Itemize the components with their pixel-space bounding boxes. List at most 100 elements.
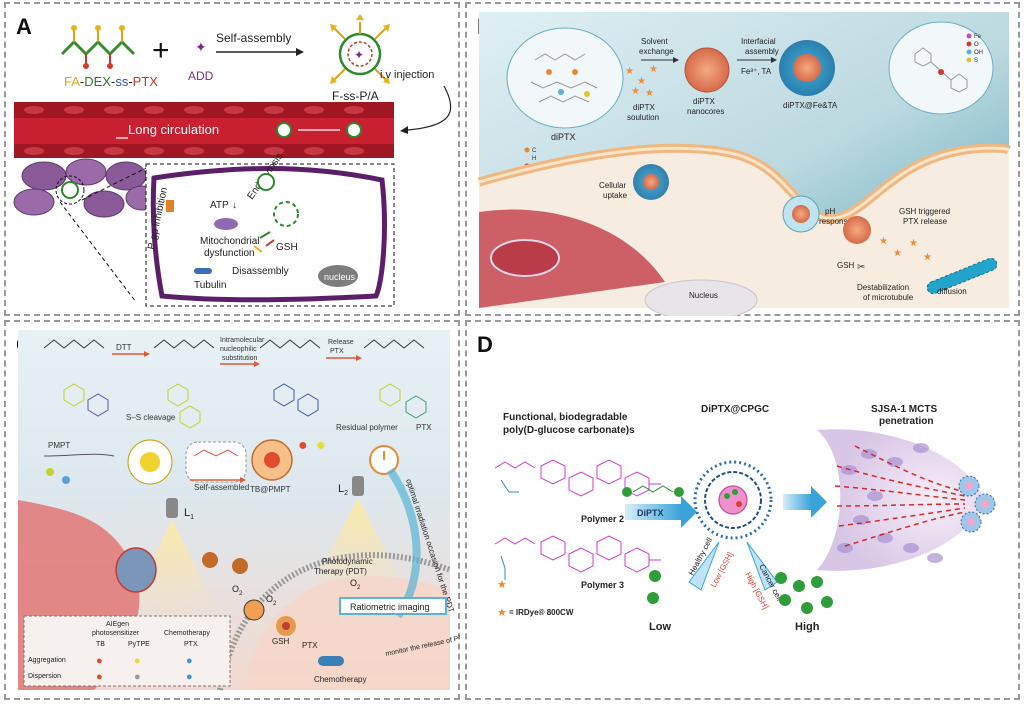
- label-tb-pmpt: TB@PMPT: [250, 485, 291, 494]
- label-dtt: DTT: [116, 343, 132, 352]
- svg-text:★: ★: [909, 238, 918, 249]
- svg-text:●: ●: [186, 655, 193, 667]
- label-nucleus-b: Nucleus: [689, 291, 718, 300]
- label-mito-2: dysfunction: [204, 248, 255, 259]
- legend-atoms-right: Fe O OH S: [966, 33, 983, 64]
- panel-b-diagram: diPTX C H O S NH Solvent exchange ★★★★★ …: [477, 12, 1012, 316]
- microtubule-c-icon: [318, 656, 344, 666]
- label-intra-3: substitution: [222, 355, 258, 362]
- table-col-tb: TB: [96, 641, 105, 648]
- svg-text:●: ●: [96, 655, 103, 667]
- panel-d-label: D: [477, 332, 493, 357]
- fe-ta-molecule-sketch: [914, 47, 968, 93]
- svg-text:●: ●: [186, 671, 193, 683]
- svg-text:Fe: Fe: [974, 34, 982, 40]
- label-l2: L2: [338, 483, 348, 497]
- polymer-structures: [43, 339, 427, 429]
- nucleus-b: [644, 279, 758, 316]
- disassembled-fragments: [253, 231, 275, 253]
- label-polymer-3: Polymer 3: [581, 580, 624, 590]
- svg-text:★: ★: [645, 88, 654, 99]
- healthy-cell-arrow: [688, 541, 720, 591]
- label-low: Low: [649, 621, 671, 633]
- table-row-dispersion: Dispersion: [28, 673, 61, 680]
- panel-a: A FA-DEX-ss-PTX + ✦ ADD Self-assembly ✦: [4, 2, 460, 316]
- cell-membrane-c: [217, 552, 452, 691]
- polymer-3-sidechain: [500, 555, 506, 580]
- label-polymer-name: FA-DEX-ss-PTX: [64, 74, 158, 89]
- label-ratiometric: Ratiometric imaging: [350, 602, 430, 612]
- vessel-lumen: [14, 118, 394, 144]
- label-release-2: PTX: [330, 348, 344, 355]
- label-intra-1: Intramolecular: [220, 337, 265, 344]
- blood-vessel-b: [479, 209, 665, 308]
- label-intra-2: nucleophilic: [220, 346, 257, 353]
- label-cellular-1: Cellular: [599, 181, 626, 190]
- nucleus-icon: [318, 265, 358, 287]
- panel-b-border: [465, 2, 1020, 316]
- arrowhead-self-assembly: [296, 48, 304, 56]
- microtubule-icon: [926, 257, 998, 295]
- label-o2-b: O2: [266, 594, 277, 607]
- label-atp: ATP: [210, 200, 229, 211]
- diptx-molecule-sketch: [530, 53, 598, 103]
- label-long-circulation: Long circulation: [128, 122, 219, 137]
- label-title-2: poly(D-glucose carbonate)s: [503, 425, 635, 436]
- label-dye-legend: = IRDye® 800CW: [509, 608, 574, 617]
- label-diptx-cpgc: DiPTX@CPGC: [701, 404, 769, 415]
- table-bulb-icons: ●●● ●●●: [96, 655, 193, 683]
- tumor-cluster-c: [115, 547, 157, 593]
- mitochondria-icon: [214, 218, 238, 230]
- mcts-arrowhead: [811, 486, 827, 518]
- nanoparticle-2: [232, 558, 248, 574]
- label-add: ADD: [188, 69, 214, 83]
- label-cellular-2: uptake: [603, 191, 628, 200]
- arrow-iv: [407, 85, 452, 131]
- arrowhead-iv: [400, 126, 408, 134]
- label-mito-1: Mitochondrial: [200, 236, 259, 247]
- svg-text:O: O: [974, 42, 979, 48]
- panel-d-diagram: Functional, biodegradable poly(D-glucose…: [494, 404, 996, 633]
- label-residual: Residual polymer: [336, 423, 398, 432]
- panel-d: D Functional, biodegradable poly(D-gluco…: [465, 320, 1020, 700]
- panel-c: C DTT S–S cleavage Intramolecular nucleo…: [4, 320, 460, 700]
- label-iv-injection: i.v injection: [380, 69, 434, 81]
- polymer-2-sidechain: [500, 479, 519, 493]
- polymer-2-structure: [494, 459, 661, 497]
- label-o2-c: O2: [350, 578, 361, 591]
- label-title-1: Functional, biodegradable: [503, 412, 628, 423]
- micelle-in-vessel-2: [346, 122, 362, 138]
- pmpt-chain: [43, 453, 115, 457]
- panel-a-diagram: FA-DEX-ss-PTX + ✦ ADD Self-assembly ✦ F-…: [13, 14, 452, 307]
- label-ptx2-c: PTX: [302, 641, 318, 650]
- diptx-linker-sketch: [622, 485, 684, 497]
- particle-o2: [243, 599, 265, 621]
- label-pdt-2: Therapy (PDT): [314, 567, 367, 576]
- diptx-solution-stars: ★★★★★: [625, 64, 658, 99]
- label-gsh-b: GSH: [837, 261, 855, 270]
- dye-legend-star: ★: [497, 607, 507, 619]
- lamp-l2-icon: [352, 476, 364, 496]
- svg-text:★: ★: [879, 236, 888, 247]
- lamp-l1-icon: [166, 498, 178, 518]
- label-ss-cleavage: S–S cleavage: [126, 413, 176, 422]
- label-l1: L1: [184, 507, 194, 521]
- label-interfacial-2: assembly: [745, 47, 779, 56]
- svg-text:●: ●: [96, 671, 103, 683]
- label-destab-2: of microtubule: [863, 293, 914, 302]
- label-self-assembled: Self-assembled: [194, 483, 249, 492]
- diptx-molecule-bubble: [506, 27, 624, 129]
- add-molecule-icon: ✦: [195, 39, 207, 55]
- label-diffusion: diffusion: [937, 287, 967, 296]
- table-col-pytpe: PyTPE: [128, 641, 150, 648]
- label-fe-ta: Fe³⁺, TA: [741, 67, 772, 76]
- diptx-cpgc-nanoparticle: [693, 460, 773, 540]
- label-high: High: [795, 621, 820, 633]
- released-ptx-stars: ★★★★: [879, 236, 932, 263]
- svg-text:★: ★: [625, 66, 634, 77]
- svg-text:↓: ↓: [232, 200, 237, 211]
- ratiometric-box: [339, 597, 447, 615]
- table-head-1: AIEgen: [106, 621, 129, 628]
- svg-text:●: ●: [134, 671, 141, 683]
- diptx-arrowhead: [681, 496, 697, 528]
